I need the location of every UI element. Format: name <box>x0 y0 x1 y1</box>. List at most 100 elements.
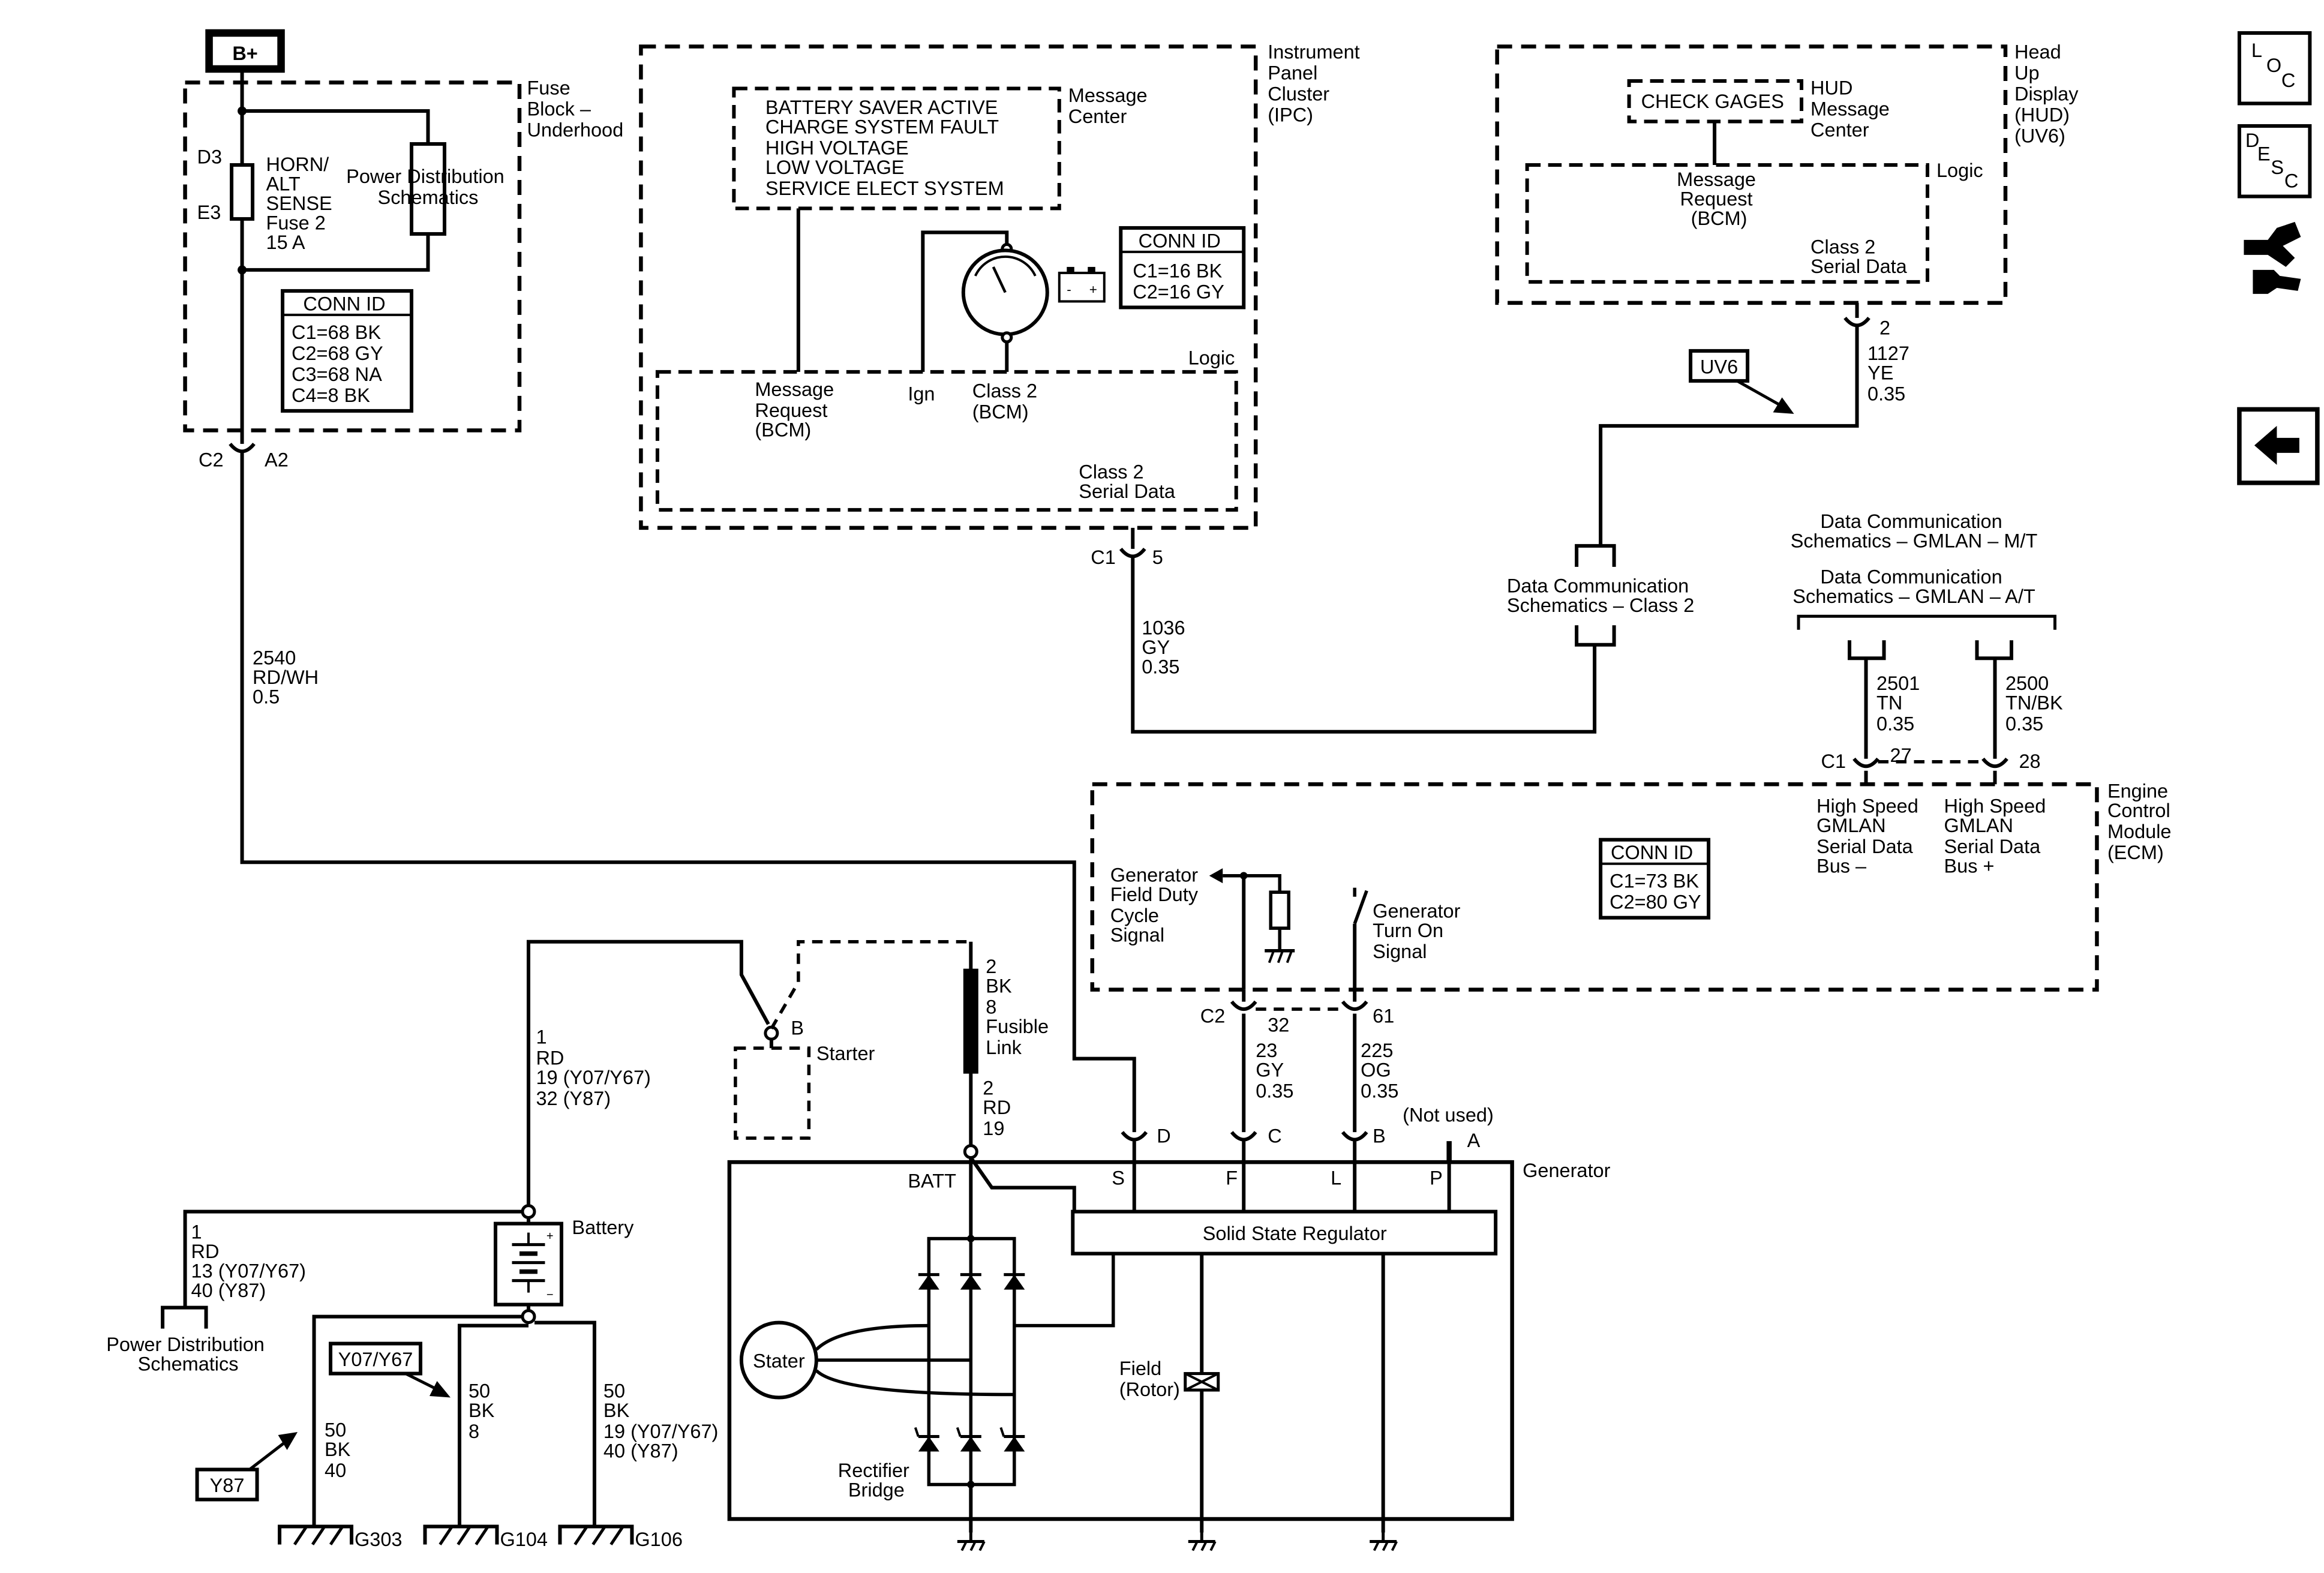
wire-225: 225 OG 0.35 <box>1361 1040 1398 1101</box>
gen-not-used: (Not used) <box>1403 1104 1494 1126</box>
field-duty-signal: Generator Field Duty Cycle Signal <box>1110 864 1203 946</box>
hud-serial-data: Class 2 Serial Data <box>1810 236 1908 277</box>
wire-1rd-top: 1 RD 19 (Y07/Y67) 32 (Y87) <box>536 1026 656 1109</box>
gen-pin-d: D <box>1157 1125 1170 1147</box>
ecm-pin-61: 61 <box>1373 1005 1394 1027</box>
regulator-label: Solid State Regulator <box>1203 1223 1387 1244</box>
starter-b: B <box>791 1017 804 1039</box>
ecm-pin-27: 27 <box>1890 745 1912 766</box>
generator: Generator D C B A (Not used) S F L P BAT… <box>727 1104 1611 1533</box>
wire-g303: 50 BK 40 <box>325 1419 356 1481</box>
fuse-conn-c2: C2 <box>199 449 224 470</box>
desc-icon: D E S C <box>2245 130 2298 191</box>
ground-g104 <box>423 1524 499 1545</box>
battery-minus: − <box>547 1289 554 1302</box>
field-rotor-label: Field (Rotor) <box>1119 1358 1180 1400</box>
ipc-serial-data: Class 2 Serial Data <box>1079 461 1176 502</box>
fuse-label: HORN/ ALT SENSE Fuse 2 15 A <box>266 154 338 253</box>
ecm-title: Engine Control Module (ECM) <box>2107 781 2177 863</box>
term-p: P <box>1430 1167 1443 1189</box>
fusible-link: 2 BK 8 Fusible Link <box>986 956 1054 1058</box>
loc-button[interactable]: L O C <box>2237 31 2312 106</box>
fuse-block-title: Fuse Block – Underhood <box>527 77 623 140</box>
connector-icon[interactable] <box>2244 221 2301 294</box>
ipc-ign: Ign <box>908 383 935 404</box>
turn-on-signal: Generator Turn On Signal <box>1373 900 1466 962</box>
ground-g106 <box>558 1524 634 1545</box>
wire-2540: 2540 RD/WH 0.5 <box>253 647 324 707</box>
stator-label: Stater <box>753 1350 805 1372</box>
wire-2501: 2501 TN 0.35 <box>1876 673 1925 734</box>
bus-plus: High Speed GMLAN Serial Data Bus + <box>1944 795 2052 877</box>
wire-2rd: 2 RD 19 <box>983 1077 1016 1139</box>
gmlan-mt-link[interactable]: Data Communication Schematics – GMLAN – … <box>1791 511 2038 551</box>
chassis-grounds <box>957 1532 1398 1551</box>
bus-minus: High Speed GMLAN Serial Data Bus – <box>1816 795 1924 877</box>
hud-msg-request: Message Request (BCM) <box>1677 169 1761 229</box>
ground-label-g106: G106 <box>635 1529 682 1550</box>
back-arrow-icon[interactable] <box>2237 407 2320 485</box>
hud-message-center: HUD Message Center <box>1810 77 1895 140</box>
ipc-title: Instrument Panel Cluster (IPC) <box>1268 41 1365 125</box>
engine-control-module: Engine Control Module (ECM) High Speed G… <box>1090 781 2177 992</box>
gen-pin-a: A <box>1467 1130 1481 1151</box>
hud-pin-2: 2 <box>1879 317 1890 338</box>
pds-bottom-link[interactable]: Power Distribution Schematics <box>106 1334 270 1374</box>
ipc-messages: BATTERY SAVER ACTIVE CHARGE SYSTEM FAULT… <box>765 97 1004 199</box>
ground-g303 <box>278 1524 354 1545</box>
bplus-label: B+ <box>232 43 257 64</box>
wire-g106: 50 BK 19 (Y07/Y67) 40 (Y87) <box>603 1380 723 1462</box>
term-f: F <box>1226 1167 1238 1189</box>
ipc-conn-c1: C1 <box>1091 547 1116 568</box>
ipc-conn-5: 5 <box>1152 547 1163 568</box>
ecm-conn-c2: C2 <box>1200 1005 1226 1027</box>
gen-pin-b: B <box>1373 1125 1386 1147</box>
message-center-label: Message Center <box>1068 85 1153 127</box>
term-l: L <box>1331 1167 1341 1189</box>
hud-title: Head Up Display (HUD) (UV6) <box>2014 41 2084 146</box>
uv6-tag: UV6 <box>1700 356 1738 377</box>
ecm-pin-28: 28 <box>2019 751 2040 772</box>
batt-label: BATT <box>908 1170 956 1192</box>
gmlan-at-link[interactable]: Data Communication Schematics – GMLAN – … <box>1792 566 2035 607</box>
instrument-panel-cluster: Instrument Panel Cluster (IPC) Message C… <box>639 41 1365 568</box>
head-up-display: Head Up Display (HUD) (UV6) CHECK GAGES … <box>1495 41 2084 338</box>
battery-gauge-signs: - + <box>1067 282 1097 297</box>
ground-label-g303: G303 <box>355 1529 402 1550</box>
ipc-class2-bcm: Class 2 (BCM) <box>972 380 1043 422</box>
fuse-conn-a2: A2 <box>265 449 289 470</box>
dc-class2-link[interactable]: Data Communication Schematics – Class 2 <box>1507 575 1694 616</box>
pds-link[interactable]: Power Distribution Schematics <box>346 166 510 208</box>
battery-label: Battery <box>572 1217 634 1238</box>
term-s: S <box>1112 1167 1125 1189</box>
rectifier-label: Rectifier Bridge <box>838 1460 915 1500</box>
ecm-conn-c1: C1 <box>1821 751 1846 772</box>
ground-label-g104: G104 <box>500 1529 547 1550</box>
generator-title: Generator <box>1523 1160 1610 1181</box>
ecm-conn-id: CONN ID C1=73 BK C2=80 GY <box>1610 842 1704 912</box>
ecm-pin-32: 32 <box>1268 1014 1289 1036</box>
y07y67-tag: Y07/Y67 <box>338 1349 413 1370</box>
starter-label: Starter <box>816 1043 875 1064</box>
hud-logic: Logic <box>1936 160 1983 181</box>
wire-2500: 2500 TN/BK 0.35 <box>2005 673 2068 734</box>
ipc-logic: Logic <box>1188 347 1235 368</box>
check-gages: CHECK GAGES <box>1641 91 1784 112</box>
loc-icon: L O C <box>2251 40 2295 91</box>
wire-1036: 1036 GY 0.35 <box>1142 617 1190 677</box>
pin-d3: D3 <box>197 146 223 167</box>
battery-plus: + <box>547 1230 554 1243</box>
ipc-conn-id: CONN ID C1=16 BK C2=16 GY <box>1133 230 1227 302</box>
desc-button[interactable]: D E S C <box>2237 124 2312 199</box>
fuse-block: B+ Fuse Block – Underhood Power Distribu… <box>183 29 623 470</box>
y87-tag: Y87 <box>210 1475 245 1496</box>
battery: + − Battery <box>493 1204 634 1325</box>
wire-g104: 50 BK 8 <box>469 1380 500 1442</box>
ipc-msg-request: Message Request (BCM) <box>755 379 839 440</box>
wire-23: 23 GY 0.35 <box>1256 1040 1293 1101</box>
pin-e3: E3 <box>197 202 221 223</box>
wire-1rd-pds: 1 RD 13 (Y07/Y67) 40 (Y87) <box>191 1221 311 1301</box>
wire-1127: 1127 YE 0.35 <box>1867 343 1915 404</box>
gen-pin-c: C <box>1268 1125 1281 1147</box>
